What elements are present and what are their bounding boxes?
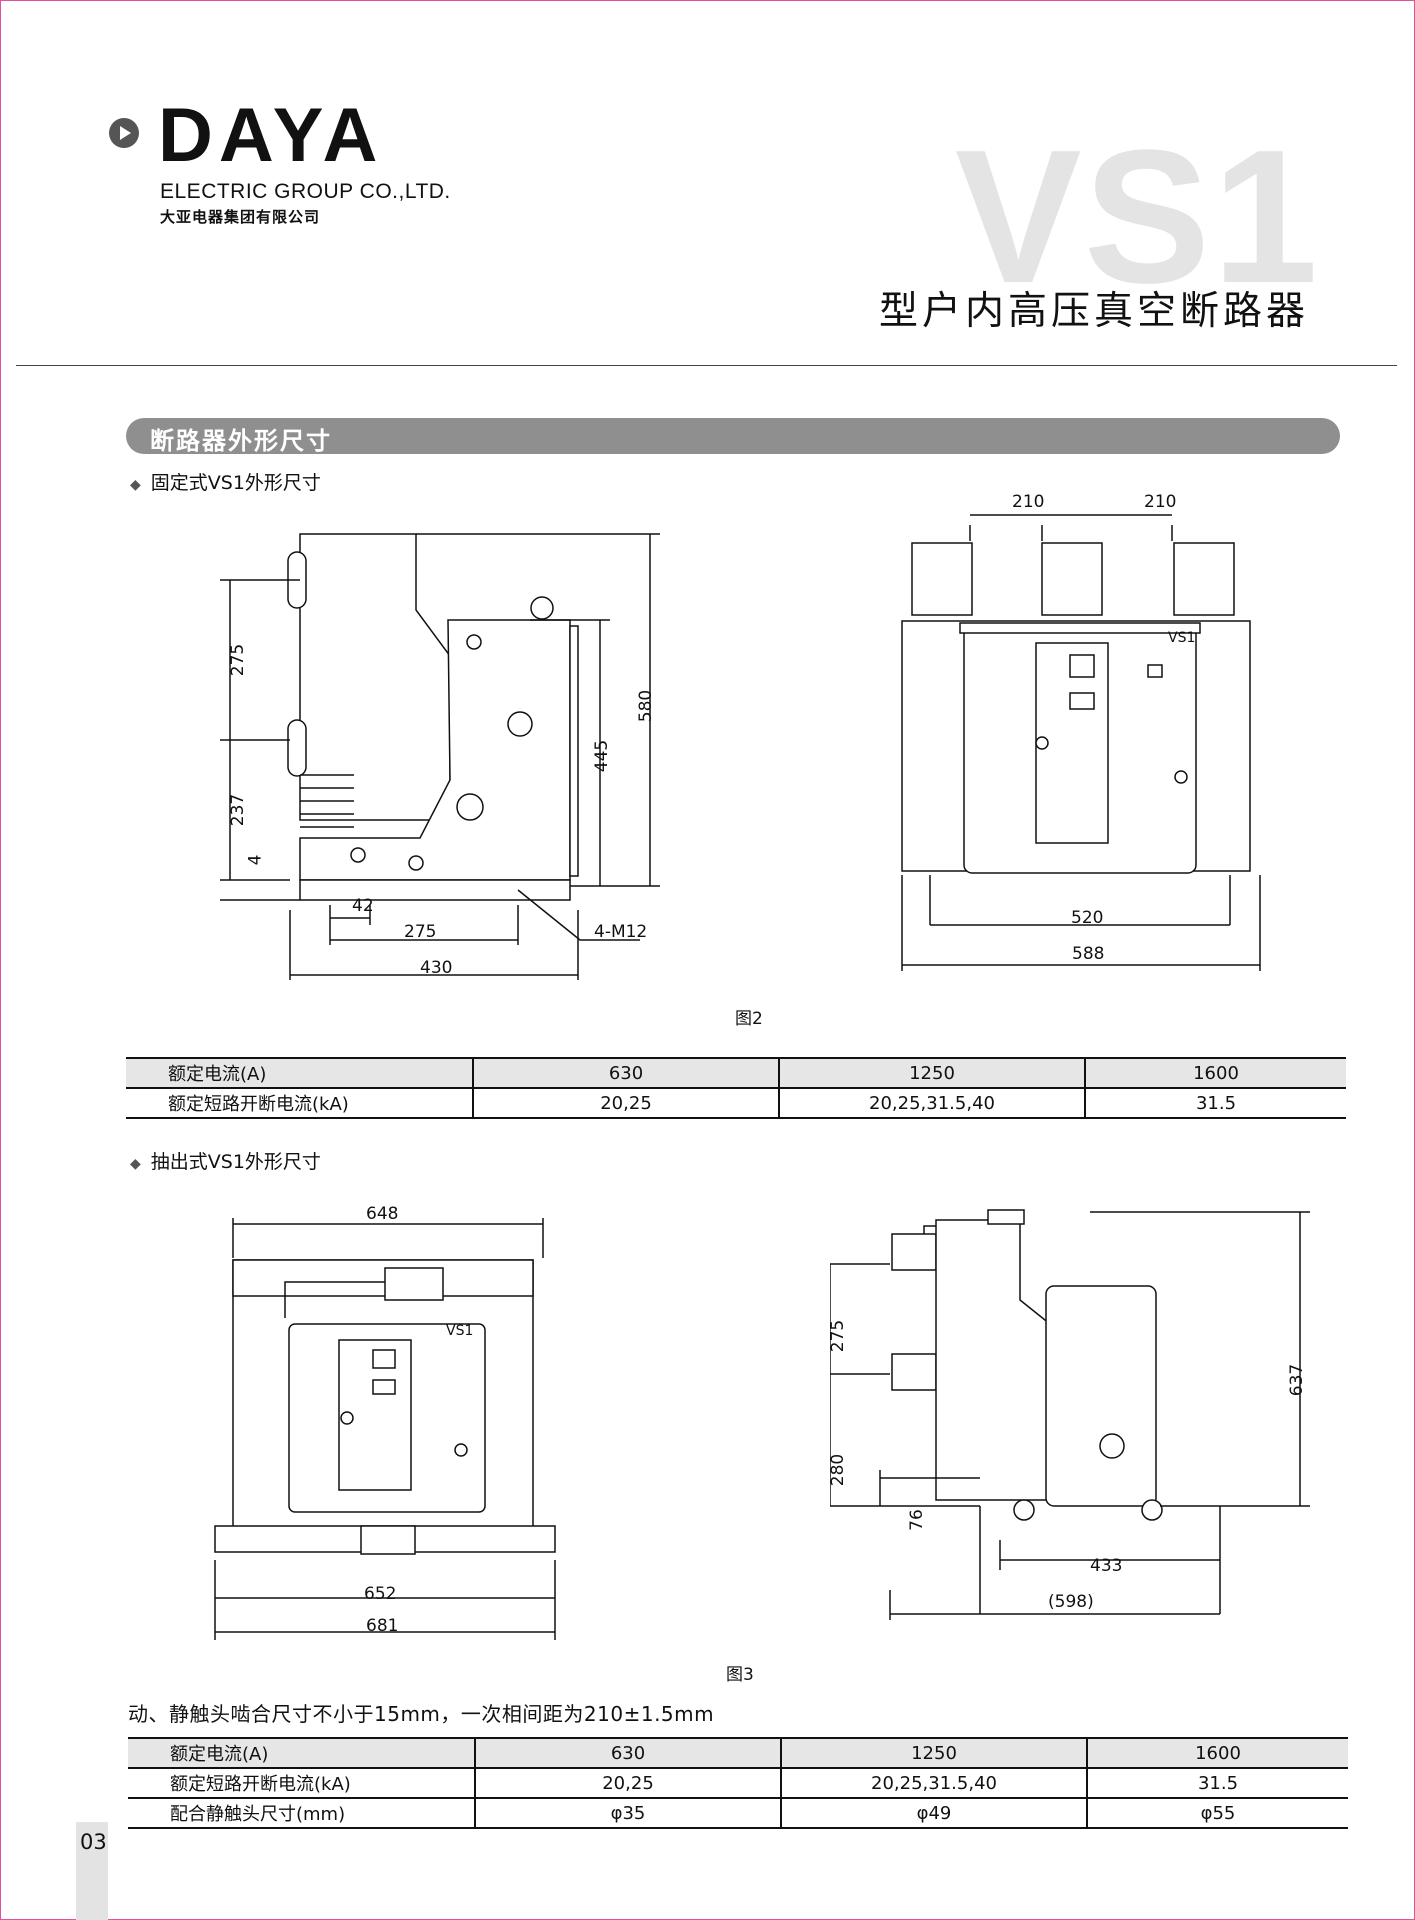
dim-drawout-681: 681 — [366, 1616, 399, 1636]
table-cell: 1600 — [1193, 1062, 1239, 1084]
table-cell: 630 — [473, 1058, 780, 1088]
table-cell: φ55 — [1200, 1802, 1236, 1824]
table-cell: φ35 — [475, 1798, 782, 1828]
dim-front-588: 588 — [1072, 944, 1105, 964]
dim-fixed-4: 4 — [245, 854, 266, 866]
table-cell: 20,25 — [473, 1088, 780, 1118]
fixed-front-view-drawing — [901, 514, 1261, 971]
table-row: 额定短路开断电流(kA) 20,25 20,25,31.5,40 31.5 — [128, 1768, 1348, 1798]
table-cell: 额定短路开断电流(kA) — [128, 1768, 476, 1798]
table-row: 额定电流(A) 630 1250 1600 — [126, 1058, 1346, 1088]
table-cell: 630 — [475, 1738, 782, 1768]
fixed-side-view-drawing — [220, 533, 660, 980]
dim-drawout-76: 76 — [906, 1509, 927, 1531]
brand-chinese-name: 大亚电器集团有限公司 — [160, 208, 321, 226]
drawout-spec-table: 额定电流(A) 630 1250 1600 额定短路开断电流(kA) 20,25… — [128, 1737, 1348, 1829]
panel-label-drawout: VS1 — [446, 1323, 474, 1339]
table-cell: 1250 — [781, 1738, 1088, 1768]
table-cell: 1600 — [1195, 1742, 1241, 1764]
dim-drawout-637: 637 — [1287, 1363, 1308, 1397]
dim-fixed-580: 580 — [636, 689, 657, 723]
section-bar: 断路器外形尺寸 — [126, 418, 1340, 455]
contact-note: 动、静触头啮合尺寸不小于15mm，一次相间距为210±1.5mm — [128, 1702, 715, 1726]
dim-fixed-445: 445 — [592, 739, 613, 773]
table-cell: 额定电流(A) — [128, 1738, 476, 1768]
table-row: 配合静触头尺寸(mm) φ35 φ49 φ55 — [128, 1798, 1348, 1828]
figure-3-label: 图3 — [726, 1665, 754, 1685]
model-watermark: VS1 — [954, 111, 1320, 323]
table-cell: 20,25,31.5,40 — [781, 1768, 1088, 1798]
table-cell: 额定短路开断电流(kA) — [126, 1088, 474, 1118]
table-cell: φ49 — [781, 1798, 1088, 1828]
dim-front-210-right: 210 — [1144, 492, 1177, 512]
dim-drawout-652: 652 — [364, 1584, 397, 1604]
page-number-tab: 03 — [76, 1822, 108, 1920]
panel-label-fixed: VS1 — [1168, 630, 1196, 646]
dim-fixed-275-h: 275 — [404, 922, 437, 942]
dim-fixed-237: 237 — [228, 793, 249, 827]
dim-front-210-left: 210 — [1012, 492, 1045, 512]
play-arrow-icon — [109, 118, 139, 148]
page-number: 03 — [80, 1830, 107, 1854]
dim-drawout-598: (598) — [1048, 1592, 1094, 1612]
dim-fixed-275-v: 275 — [228, 643, 249, 677]
drawout-heading: 抽出式VS1外形尺寸 — [130, 1147, 321, 1174]
dim-drawout-648: 648 — [366, 1204, 399, 1224]
drawout-side-view-drawing — [830, 1209, 1310, 1620]
dim-fixed-42: 42 — [352, 896, 374, 916]
fixed-spec-table: 额定电流(A) 630 1250 1600 额定短路开断电流(kA) 20,25… — [126, 1057, 1346, 1119]
table-cell: 31.5 — [1195, 1092, 1237, 1114]
table-row: 额定电流(A) 630 1250 1600 — [128, 1738, 1348, 1768]
dim-drawout-275: 275 — [828, 1319, 849, 1353]
dim-fixed-4-m12: 4-M12 — [594, 922, 648, 942]
drawout-front-view-drawing — [214, 1218, 556, 1640]
table-cell: 20,25,31.5,40 — [779, 1088, 1086, 1118]
table-cell: 1250 — [779, 1058, 1086, 1088]
table-row: 额定短路开断电流(kA) 20,25 20,25,31.5,40 31.5 — [126, 1088, 1346, 1118]
dim-drawout-280: 280 — [828, 1453, 849, 1487]
dim-drawout-433: 433 — [1090, 1556, 1123, 1576]
brand-subtitle: ELECTRIC GROUP CO.,LTD. — [160, 180, 451, 203]
table-cell: 额定电流(A) — [126, 1058, 474, 1088]
fixed-heading: 固定式VS1外形尺寸 — [130, 468, 321, 495]
dim-front-520: 520 — [1071, 908, 1104, 928]
table-cell: 配合静触头尺寸(mm) — [128, 1798, 476, 1828]
brand-logo: DAYA — [158, 93, 384, 178]
table-cell: 31.5 — [1197, 1772, 1239, 1794]
header-divider — [16, 365, 1397, 366]
dim-fixed-430: 430 — [420, 958, 453, 978]
figure-2-label: 图2 — [735, 1009, 763, 1029]
page-subtitle: 型户内高压真空断路器 — [878, 289, 1309, 334]
table-cell: 20,25 — [475, 1768, 782, 1798]
section-title: 断路器外形尺寸 — [150, 427, 332, 455]
